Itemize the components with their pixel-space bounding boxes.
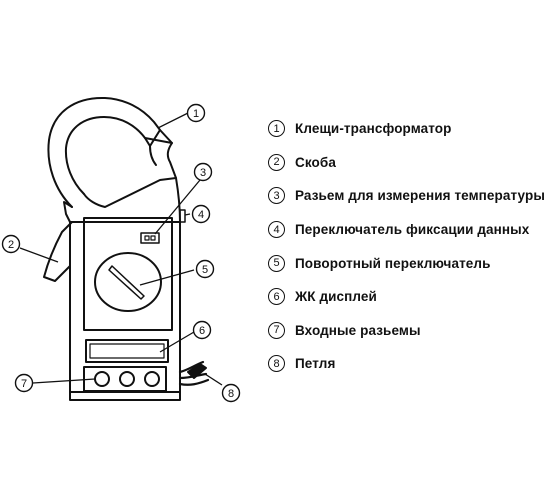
callout-label-2: 2 <box>8 239 14 251</box>
legend-item: 5 Поворотный переключатель <box>268 246 560 280</box>
legend-item: 4 Переключатель фиксации данных <box>268 213 560 247</box>
legend-label: Входные разьемы <box>295 322 421 338</box>
leader-line-6 <box>159 331 195 353</box>
legend-label: Скоба <box>295 154 336 170</box>
legend-number: 3 <box>268 187 285 205</box>
lcd-display-inner <box>89 343 165 359</box>
jaw-segment-line <box>144 137 173 144</box>
leader-line-1 <box>157 112 189 129</box>
legend-item: 3 Разьем для измерения температуры <box>268 179 560 213</box>
legend-number: 6 <box>268 288 285 306</box>
leader-line-2 <box>19 247 59 263</box>
lcd-display <box>85 339 169 363</box>
callout-6 <box>192 320 212 340</box>
legend-item: 7 Входные разьемы <box>268 314 560 348</box>
callout-label-5: 5 <box>202 264 208 276</box>
trigger-lever <box>43 221 73 282</box>
callout-label-8: 8 <box>228 388 234 400</box>
callout-3 <box>193 162 213 182</box>
clamp-meter-diagram: 1 2 3 4 5 6 7 8 <box>1 96 241 403</box>
callout-label-3: 3 <box>200 167 206 179</box>
callout-5 <box>195 259 215 279</box>
jaw-left-edge <box>63 201 73 223</box>
rotary-switch-pointer <box>108 265 145 300</box>
callout-label-4: 4 <box>198 209 204 221</box>
meter-body <box>69 221 181 401</box>
leader-line-3 <box>154 179 201 235</box>
front-panel <box>83 217 173 331</box>
callout-2 <box>1 234 21 254</box>
legend-item: 2 Скоба <box>268 146 560 180</box>
input-socket-a <box>144 371 160 387</box>
legend-label: Разьем для измерения температуры <box>295 188 545 204</box>
legend-number: 2 <box>268 153 285 171</box>
legend-label: Клещи-трансформатор <box>295 121 452 137</box>
legend-number: 8 <box>268 355 285 373</box>
legend-item: 1 Клещи-трансформатор <box>268 112 560 146</box>
legend-number: 5 <box>268 254 285 272</box>
callout-1 <box>186 103 206 123</box>
input-socket-v <box>119 371 135 387</box>
callout-label-6: 6 <box>199 325 205 337</box>
legend-label: Переключатель фиксации данных <box>295 222 530 238</box>
legend-number: 7 <box>268 321 285 339</box>
callout-8 <box>221 383 241 403</box>
callout-4 <box>191 204 211 224</box>
legend-item: 6 ЖК дисплей <box>268 280 560 314</box>
legend-item: 8 Петля <box>268 347 560 381</box>
callout-label-1: 1 <box>193 108 199 120</box>
rotary-switch <box>94 252 162 312</box>
wrist-strap-fill <box>187 363 207 379</box>
jaw-inner-tip <box>83 177 177 208</box>
leader-line-5 <box>139 269 195 286</box>
callout-label-7: 7 <box>21 378 27 390</box>
legend-label: Петля <box>295 356 336 372</box>
legend: 1 Клещи-трансформатор 2 Скоба 3 Разьем д… <box>268 112 560 381</box>
jaw-segment-line-2 <box>149 129 161 147</box>
clamp-jaw-inner <box>64 116 157 195</box>
input-socket-panel <box>83 366 167 392</box>
temperature-socket <box>140 232 160 244</box>
temperature-socket-pin-right <box>150 235 156 241</box>
legend-number: 4 <box>268 221 285 239</box>
data-hold-switch <box>179 209 186 223</box>
leader-line-8 <box>204 373 223 386</box>
temperature-socket-pin-left <box>144 235 150 241</box>
legend-label: ЖК дисплей <box>295 289 377 305</box>
leader-line-4 <box>184 213 191 216</box>
callout-7 <box>14 373 34 393</box>
legend-number: 1 <box>268 120 285 138</box>
input-socket-com <box>94 371 110 387</box>
leader-line-7 <box>32 378 96 384</box>
legend-label: Поворотный переключатель <box>295 255 491 271</box>
